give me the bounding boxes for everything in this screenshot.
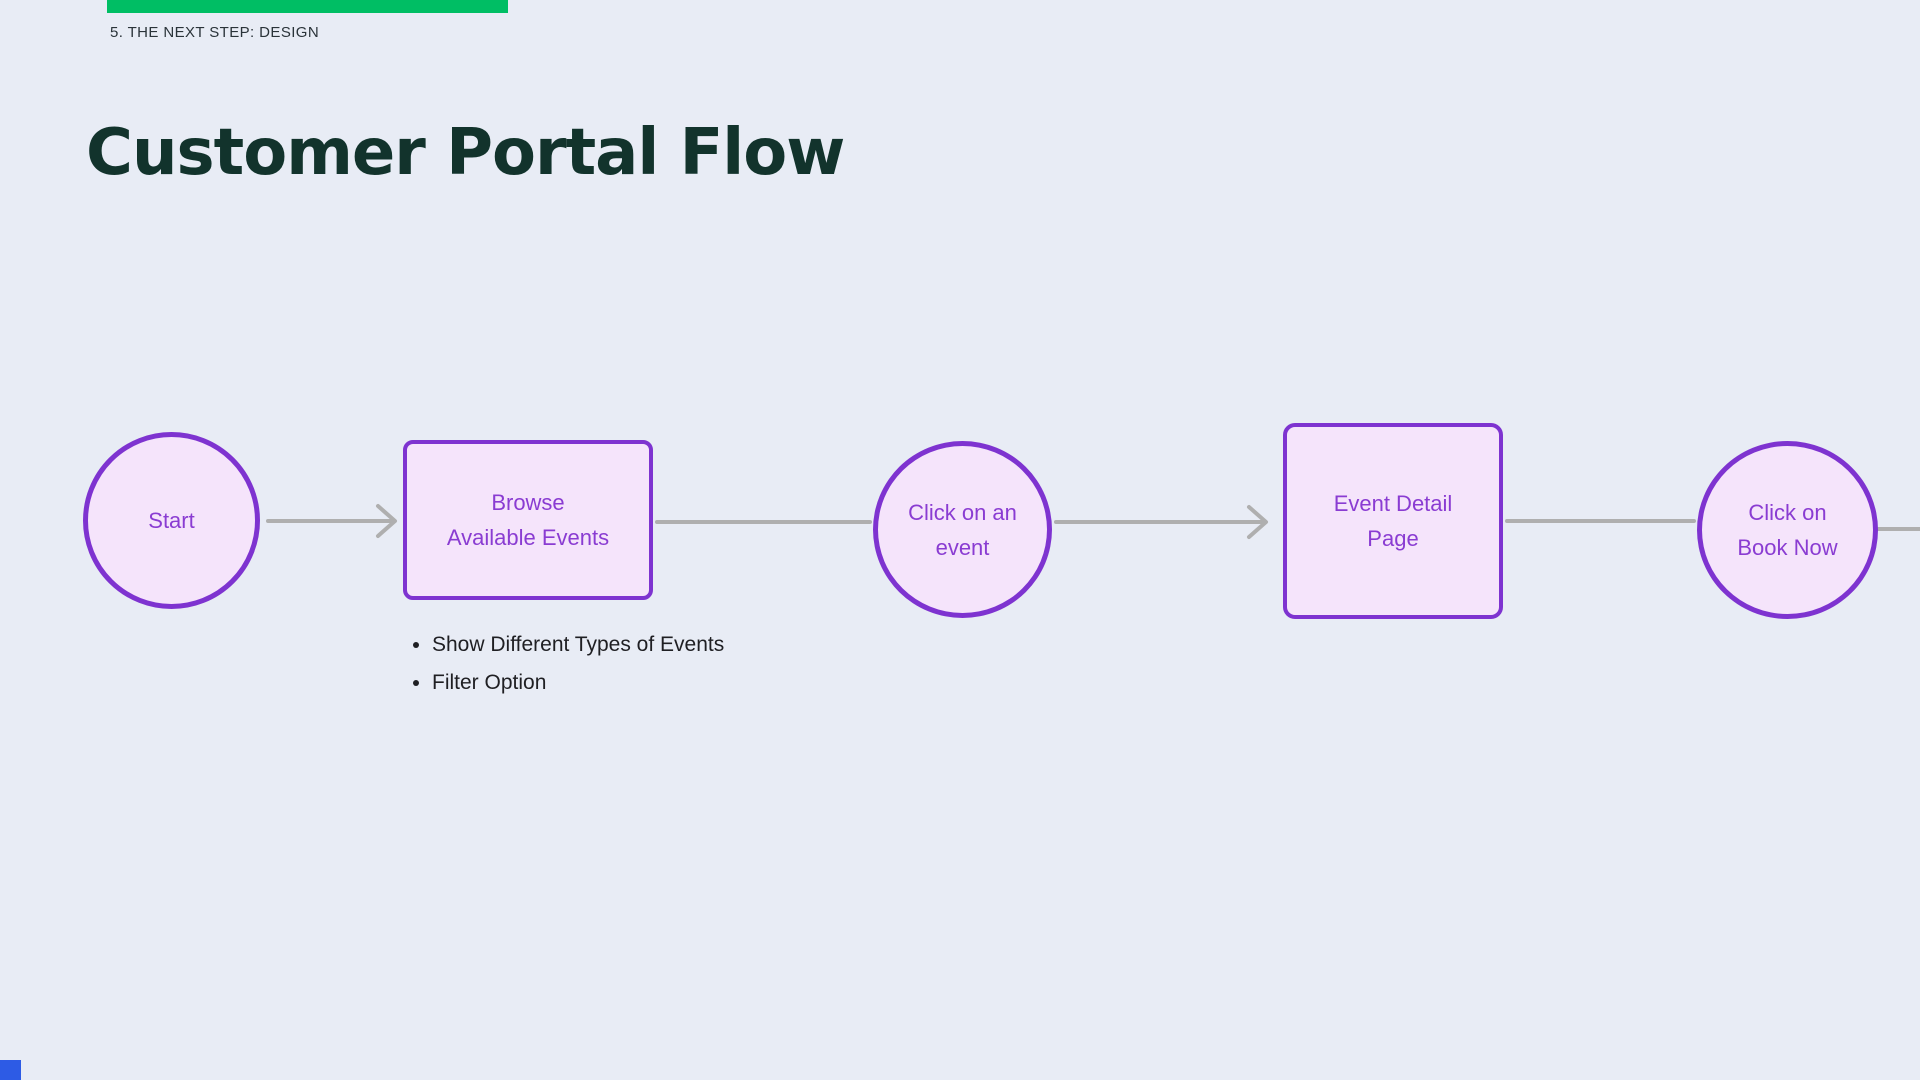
flow-node-browse-available-events[interactable]: Browse Available Events <box>403 440 653 600</box>
slide-progress-bar <box>107 0 508 13</box>
flow-node-label: Click on Book Now <box>1737 500 1838 560</box>
note-item: Show Different Types of Events <box>432 626 724 664</box>
flow-node-label: Browse Available Events <box>446 490 610 550</box>
arrowhead-icon <box>376 504 397 538</box>
page-title: Customer Portal Flow <box>86 116 845 190</box>
flow-node-start[interactable]: Start <box>83 432 260 609</box>
flow-node-click-on-an-event[interactable]: Click on an event <box>873 441 1052 618</box>
arrowhead-icon <box>1247 505 1268 539</box>
browse-notes-list: Show Different Types of Events Filter Op… <box>405 626 724 702</box>
note-item: Filter Option <box>432 664 724 702</box>
corner-accent <box>0 1060 21 1080</box>
flow-node-click-on-book-now[interactable]: Click on Book Now <box>1697 441 1878 619</box>
flow-node-event-detail-page[interactable]: Event Detail Page <box>1283 423 1503 619</box>
section-kicker: 5. THE NEXT STEP: DESIGN <box>110 24 320 41</box>
flow-node-label: Click on an event <box>908 499 1017 560</box>
flow-node-label: Event Detail Page <box>1333 491 1453 551</box>
flow-node-label: Start <box>148 508 195 533</box>
